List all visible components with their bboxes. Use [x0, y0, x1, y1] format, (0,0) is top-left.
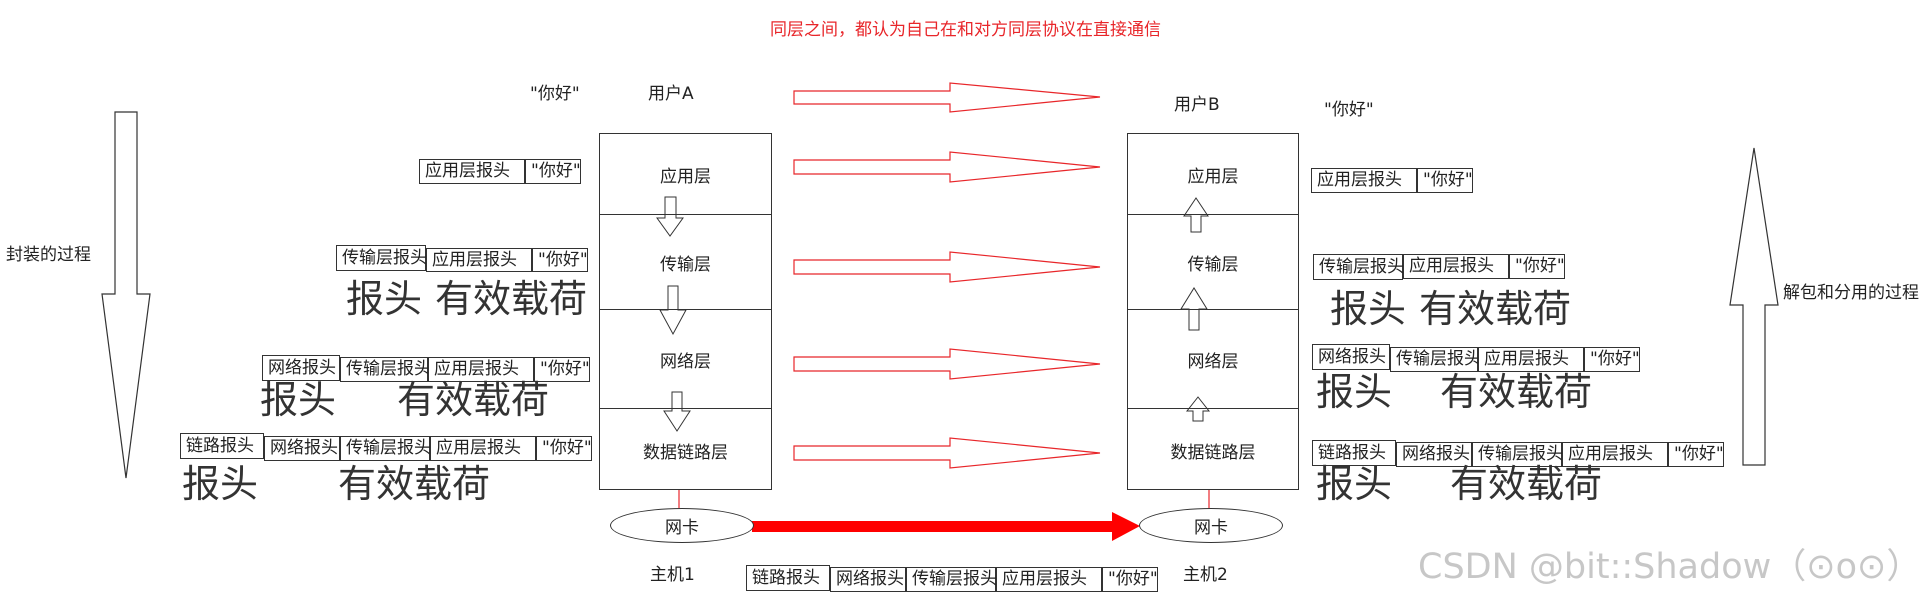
packet-payload: "你好": [525, 159, 581, 184]
caption-header: 报头: [346, 277, 423, 321]
encapsulation-label: 封装的过程: [6, 245, 91, 265]
decapsulation-up-arrow: [1729, 147, 1779, 466]
host-b-user: 用户B: [1174, 95, 1220, 115]
packet-link-header: 链路报头: [1312, 440, 1396, 466]
packet-network-header: 网络报头: [262, 355, 340, 381]
caption-payload: 有效载荷: [1440, 370, 1593, 414]
packet-transport-header: 传输层报头: [340, 357, 431, 382]
diagram-title: 同层之间，都认为自己在和对方同层协议在直接通信: [770, 20, 1161, 40]
packet-network-header: 网络报头: [1312, 344, 1390, 370]
host-b-layer-link: 数据链路层: [1128, 408, 1298, 492]
packet-network-header: 网络报头: [264, 436, 340, 461]
peer-arrow-transport: [793, 251, 1101, 283]
wire-network-header: 网络报头: [830, 567, 906, 592]
packet-app-header: 应用层报头: [1562, 442, 1668, 467]
host-b-greeting: "你好": [1324, 100, 1374, 120]
physical-link-line: [752, 521, 1114, 532]
peer-arrow-user: [793, 82, 1101, 113]
wire-transport-header: 传输层报头: [906, 567, 997, 592]
packet-transport-header: 传输层报头: [1313, 254, 1404, 280]
packet-app-header: 应用层报头: [419, 159, 525, 184]
packet-app-header: 应用层报头: [1311, 168, 1417, 193]
packet-payload: "你好": [532, 248, 588, 272]
host-a-greeting: "你好": [530, 84, 580, 104]
caption-header: 报头: [182, 462, 259, 506]
packet-payload: "你好": [1584, 347, 1640, 372]
packet-transport-header: 传输层报头: [1472, 442, 1563, 467]
packet-app-header: 应用层报头: [1478, 347, 1584, 372]
peer-arrow-app: [793, 151, 1101, 183]
packet-transport-header: 传输层报头: [1390, 347, 1481, 372]
packet-link-header: 链路报头: [180, 433, 264, 459]
packet-transport-header: 传输层报头: [340, 436, 431, 461]
watermark: CSDN @bit::Shadow（⊙o⊙）: [1418, 547, 1922, 587]
host-b-layer-transport: 传输层: [1128, 214, 1298, 310]
wire-payload: "你好": [1102, 567, 1158, 592]
host-b-label: 主机2: [1183, 565, 1228, 585]
caption-payload: 有效载荷: [435, 277, 588, 321]
host-a-label: 主机1: [650, 565, 695, 585]
packet-app-header: 应用层报头: [428, 357, 534, 382]
packet-payload: "你好": [1509, 254, 1565, 279]
host-b-protocol-stack: 应用层 传输层 网络层 数据链路层: [1127, 133, 1299, 490]
packet-payload: "你好": [1668, 442, 1724, 467]
caption-header: 报头: [260, 378, 337, 422]
packet-transport-header: 传输层报头: [336, 245, 427, 271]
caption-header: 报头: [1316, 462, 1393, 506]
caption-header: 报头: [1330, 287, 1407, 331]
wire-link-header: 链路报头: [746, 565, 830, 591]
host-a-nic: 网卡: [610, 508, 754, 543]
packet-app-header: 应用层报头: [1403, 254, 1509, 279]
packet-payload: "你好": [1417, 168, 1473, 193]
caption-payload: 有效载荷: [397, 378, 550, 422]
host-a-protocol-stack: 应用层 传输层 网络层 数据链路层: [599, 133, 772, 490]
down-arrow-icon: [656, 196, 684, 237]
caption-payload: 有效载荷: [1450, 462, 1603, 506]
up-arrow-icon: [1183, 197, 1209, 233]
packet-app-header: 应用层报头: [426, 248, 532, 272]
decapsulation-label: 解包和分用的过程: [1783, 283, 1919, 303]
host-b-layer-app: 应用层: [1187, 166, 1239, 187]
down-arrow-icon: [659, 285, 687, 336]
host-b-layer-network: 网络层: [1128, 309, 1298, 409]
host-a-layer-app: 应用层: [660, 166, 711, 187]
packet-network-header: 网络报头: [1396, 442, 1472, 467]
packet-payload: "你好": [536, 436, 592, 461]
wire-app-header: 应用层报头: [996, 567, 1102, 592]
host-a-user: 用户A: [648, 84, 694, 104]
encapsulation-down-arrow: [101, 111, 151, 479]
packet-payload: "你好": [534, 357, 590, 382]
host-a-layer-transport: 传输层: [600, 214, 771, 310]
host-a-layer-link: 数据链路层: [600, 408, 771, 492]
down-arrow-icon: [663, 391, 691, 432]
caption-payload: 有效载荷: [338, 462, 491, 506]
host-a-layer-network: 网络层: [600, 309, 771, 409]
up-arrow-icon: [1185, 396, 1211, 422]
host-b-nic: 网卡: [1139, 508, 1283, 543]
caption-header: 报头: [1316, 370, 1393, 414]
physical-link-arrowhead: [1112, 512, 1140, 541]
peer-arrow-link: [793, 437, 1101, 469]
caption-payload: 有效载荷: [1419, 287, 1572, 331]
peer-arrow-network: [793, 348, 1101, 380]
packet-app-header: 应用层报头: [430, 436, 536, 461]
